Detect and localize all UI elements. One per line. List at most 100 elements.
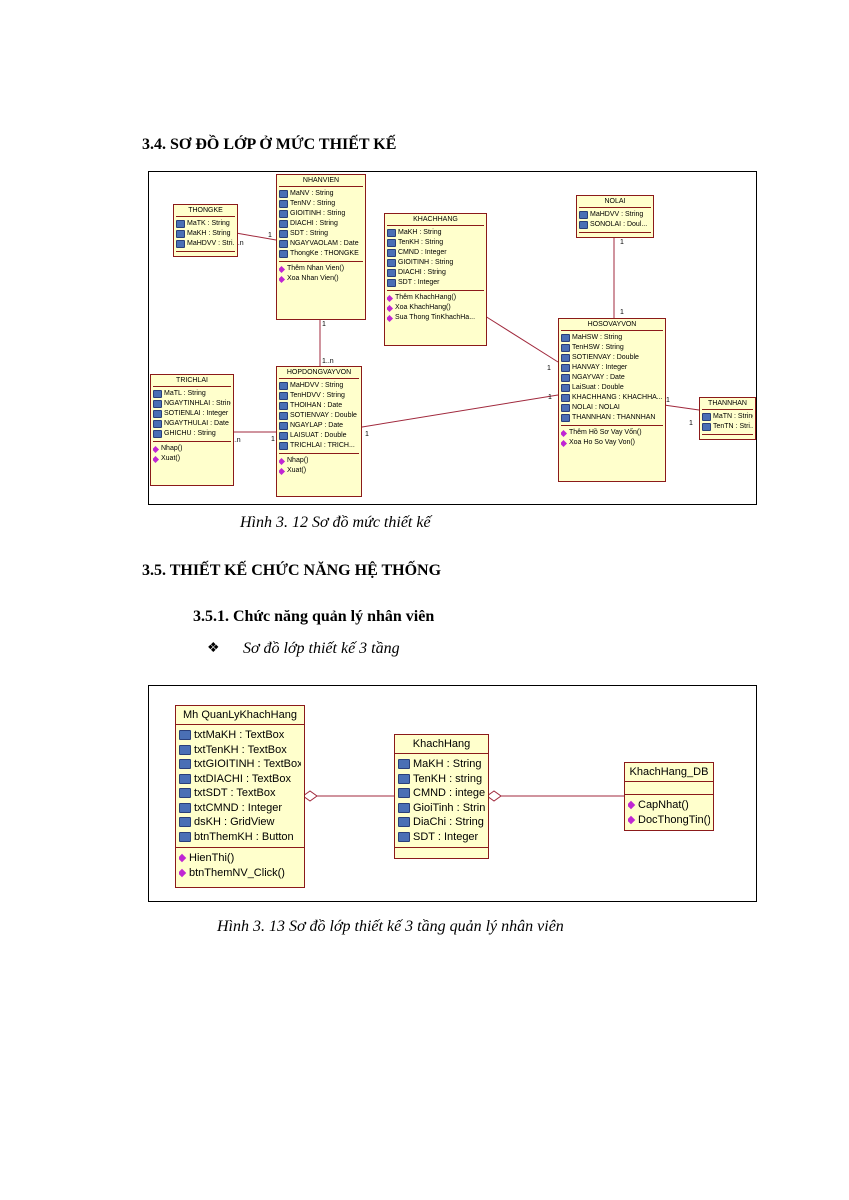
attribute-text: MaHDVV : String: [590, 211, 644, 218]
section-heading-3-5: 3.5. THIẾT KẾ CHỨC NĂNG HỆ THỐNG: [142, 562, 442, 579]
class-operation: Thêm Nhan Vien(): [279, 264, 363, 274]
multiplicity-label: 1: [365, 431, 369, 438]
operation-text: Xoa Ho So Vay Von(): [569, 439, 636, 446]
attribute-text: CMND : integer: [413, 787, 485, 799]
attribute-text: TenTN : Stri...: [713, 423, 753, 430]
class-operation: DocThongTin(): [628, 813, 710, 828]
attribute-icon: [561, 404, 570, 412]
attribute-text: NGAYLAP : Date: [290, 422, 344, 429]
class-attribute: TenHSW : String: [561, 343, 663, 353]
operation-text: DocThongTin(): [638, 813, 710, 826]
attribute-icon: [153, 420, 162, 428]
attribute-icon: [702, 423, 711, 431]
attribute-text: NGAYTHULAI : Date: [164, 420, 229, 427]
assoc-thongke-nhanvien: [235, 232, 277, 241]
attribute-text: MaKH : String: [187, 230, 231, 237]
operation-text: HienThi(): [189, 852, 235, 864]
attribute-text: MaTK : String: [187, 220, 230, 227]
class-attribute: MaHDVV : String: [279, 381, 359, 391]
attribute-text: TenKH : string: [413, 772, 483, 785]
attribute-icon: [279, 220, 288, 228]
attribute-text: DIACHI : String: [398, 269, 446, 276]
diamond-bullet-icon: ❖: [207, 641, 220, 656]
attribute-text: MaHDVV : Stri...: [187, 240, 235, 247]
operation-icon: [179, 854, 187, 863]
figure-caption-3-12: Hình 3. 12 Sơ đồ mức thiết kế: [240, 514, 431, 531]
attribute-icon: [398, 831, 410, 842]
attribute-icon: [179, 744, 191, 755]
operation-text: Xuat(): [287, 467, 307, 474]
attribute-icon: [279, 250, 288, 258]
operation-icon: [179, 868, 187, 877]
operation-compartment: [395, 848, 488, 854]
class-operation: CapNhat(): [628, 798, 710, 813]
subsection-heading-3-5-1: 3.5.1. Chức năng quản lý nhân viên: [193, 608, 435, 625]
attribute-text: btnThemKH : Button: [194, 830, 294, 843]
operation-text: Sua Thong TinKhachHa...: [395, 314, 476, 321]
attribute-text: SDT : Integer: [413, 830, 479, 843]
attribute-icon: [398, 802, 410, 813]
class-attribute: MaHSW : String: [561, 333, 663, 343]
class-attribute: TenKH : String: [387, 238, 484, 248]
class-name: NHANVIEN: [279, 175, 363, 187]
attribute-icon: [579, 221, 588, 229]
class-attribute: TenKH : string: [398, 772, 485, 787]
attribute-icon: [279, 210, 288, 218]
multiplicity-label: 1: [548, 394, 552, 401]
class-attribute: MaNV : String: [279, 189, 363, 199]
attribute-text: CMND : Integer: [398, 249, 447, 256]
attribute-text: TenKH : String: [398, 239, 444, 246]
class-attribute: HANVAY : Integer: [561, 363, 663, 373]
attribute-icon: [279, 240, 288, 248]
attribute-text: KHACHHANG : KHACHHA...: [572, 394, 663, 401]
multiplicity-label: 1: [666, 397, 670, 404]
attribute-text: txtTenKH : TextBox: [194, 743, 287, 756]
attribute-text: GHICHU : String: [164, 430, 216, 437]
class-attribute: THANNHAN : THANNHAN: [561, 413, 663, 423]
operation-icon: [628, 815, 636, 824]
attribute-icon: [179, 802, 191, 813]
class-name: KhachHang_DB: [625, 763, 713, 782]
attribute-icon: [179, 759, 191, 770]
attribute-icon: [561, 374, 570, 382]
attribute-text: txtGIOITINH : TextBox: [194, 758, 301, 770]
aggregation-diamond-icon: [486, 790, 502, 802]
class-attribute: TenHDVV : String: [279, 391, 359, 401]
attribute-text: NOLAI : NOLAI: [572, 404, 620, 411]
class-attribute: NGAYVAY : Date: [561, 373, 663, 383]
attribute-icon: [561, 414, 570, 422]
multiplicity-label: 1: [322, 321, 326, 328]
class-attribute: GIOITINH : String: [387, 258, 484, 268]
class-attribute: LAISUAT : Double: [279, 431, 359, 441]
operation-compartment: Thêm Hồ Sơ Vay Vốn()Xoa Ho So Vay Von(): [561, 426, 663, 450]
class-name: Mh QuanLyKhachHang: [176, 706, 304, 725]
class-operation: Xoa KhachHang(): [387, 303, 484, 313]
attribute-text: MaHSW : String: [572, 334, 623, 341]
attribute-text: SDT : Integer: [398, 279, 440, 286]
class-attribute: SDT : String: [279, 229, 363, 239]
attribute-icon: [153, 390, 162, 398]
operation-text: Nhap(): [161, 445, 183, 452]
attribute-text: SDT : String: [290, 230, 328, 237]
operation-text: Xoa Nhan Vien(): [287, 275, 339, 282]
class-attribute: SOTIENVAY : Double: [279, 411, 359, 421]
attribute-icon: [398, 817, 410, 828]
attribute-text: txtMaKH : TextBox: [194, 729, 285, 741]
class-attribute: TenTN : Stri...: [702, 422, 753, 432]
attribute-text: txtSDT : TextBox: [194, 787, 276, 799]
class-attribute: SOTIENLAI : Integer: [153, 409, 231, 419]
class-operation: Nhap(): [153, 444, 231, 454]
attribute-icon: [398, 788, 410, 799]
attribute-icon: [279, 432, 288, 440]
attribute-text: dsKH : GridView: [194, 816, 275, 828]
multiplicity-label: 1: [689, 420, 693, 427]
attribute-icon: [279, 382, 288, 390]
class-name: THONGKE: [176, 205, 235, 217]
attribute-icon: [387, 229, 396, 237]
